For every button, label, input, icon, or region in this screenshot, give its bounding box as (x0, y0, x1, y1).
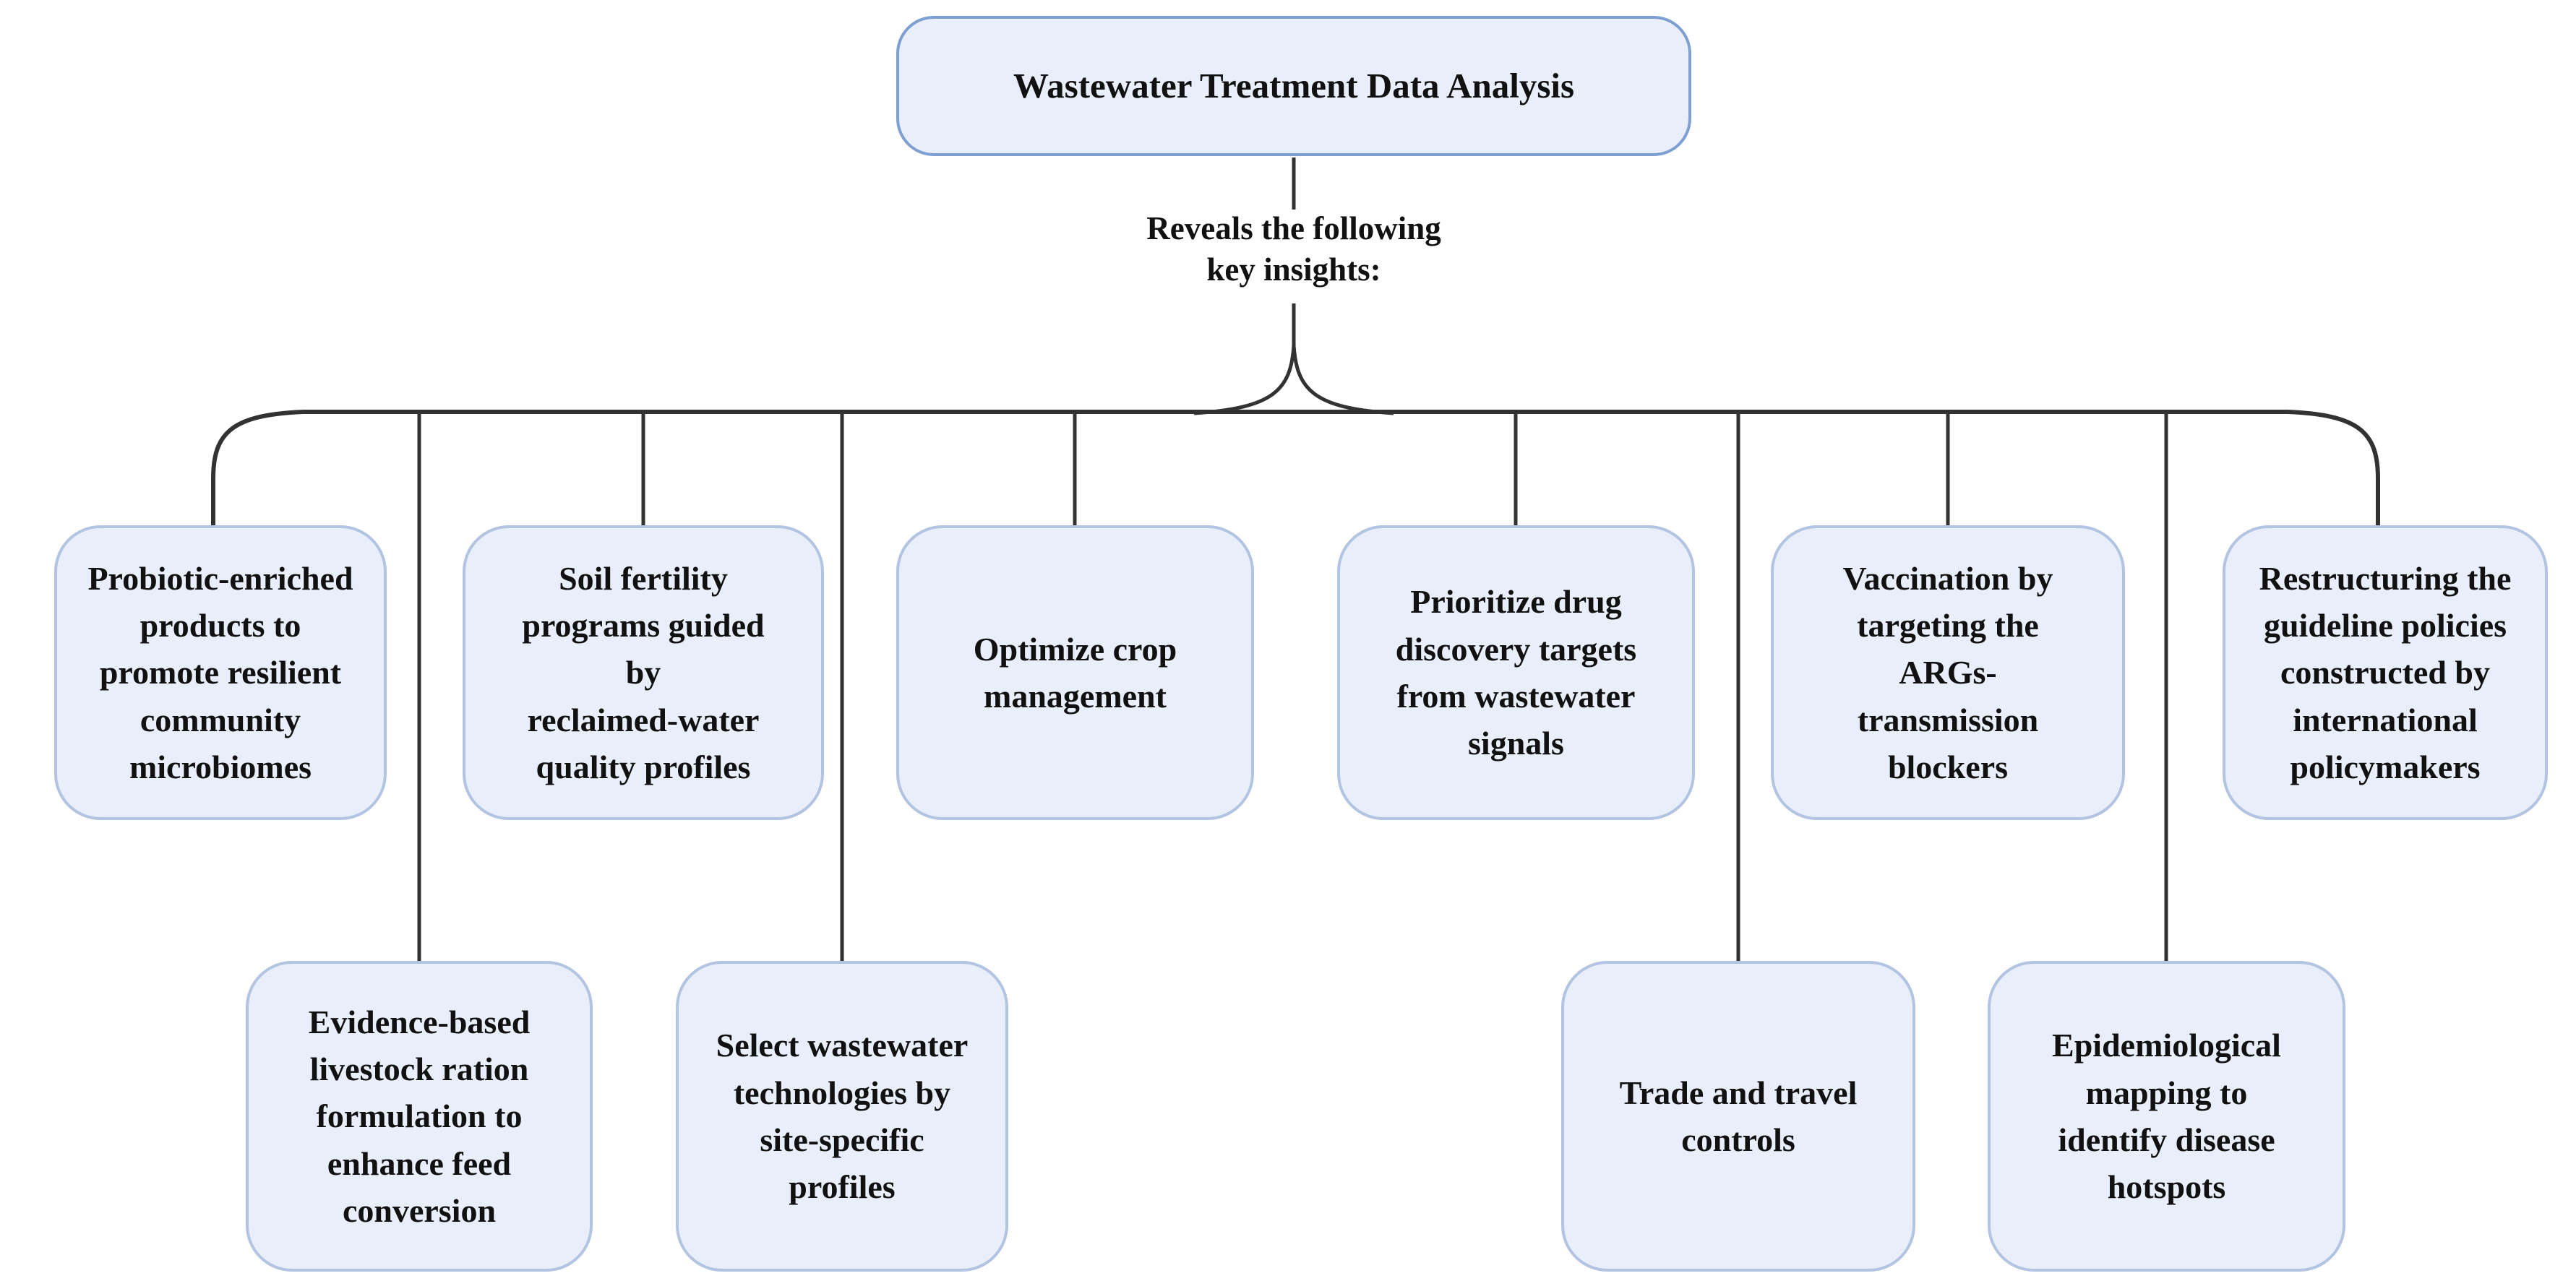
node-wastewater-treatment-data-analysis: Wastewater Treatment Data Analysis (896, 16, 1691, 156)
node-label: Evidence-based livestock ration formulat… (308, 1003, 531, 1229)
node-label: Probiotic-enriched products to promote r… (87, 559, 353, 785)
node-label: Restructuring the guideline policies con… (2259, 559, 2512, 785)
node-label: Prioritize drug discovery targets from w… (1395, 583, 1637, 762)
node-soil-fertility-programs: Soil fertility programs guided by reclai… (463, 525, 824, 820)
node-vaccination-args-blockers: Vaccination by targeting the ARGs- trans… (1771, 525, 2125, 820)
node-label: Select wastewater technologies by site-s… (716, 1027, 969, 1206)
node-trade-and-travel-controls: Trade and travel controls (1561, 961, 1915, 1272)
node-label: Vaccination by targeting the ARGs- trans… (1842, 559, 2053, 785)
caption-flare-line (1193, 303, 1394, 415)
node-label: Epidemiological mapping to identify dise… (2052, 1027, 2281, 1206)
root-node-label: Wastewater Treatment Data Analysis (1013, 65, 1575, 105)
node-optimize-crop-management: Optimize crop management (896, 525, 1254, 820)
node-label: Trade and travel controls (1619, 1074, 1858, 1158)
node-epidemiological-mapping: Epidemiological mapping to identify dise… (1988, 961, 2345, 1272)
node-select-wastewater-technologies: Select wastewater technologies by site-s… (676, 961, 1008, 1272)
node-label: Optimize crop management (973, 630, 1177, 715)
branch-rail (211, 410, 2380, 527)
node-restructuring-guideline-policies: Restructuring the guideline policies con… (2223, 525, 2548, 820)
node-prioritize-drug-discovery: Prioritize drug discovery targets from w… (1337, 525, 1695, 820)
key-insights-caption: Reveals the following key insights: (1146, 210, 1441, 288)
node-evidence-based-livestock-ration: Evidence-based livestock ration formulat… (246, 961, 593, 1272)
node-label: Soil fertility programs guided by reclai… (522, 559, 765, 785)
node-probiotic-enriched-products: Probiotic-enriched products to promote r… (54, 525, 387, 820)
